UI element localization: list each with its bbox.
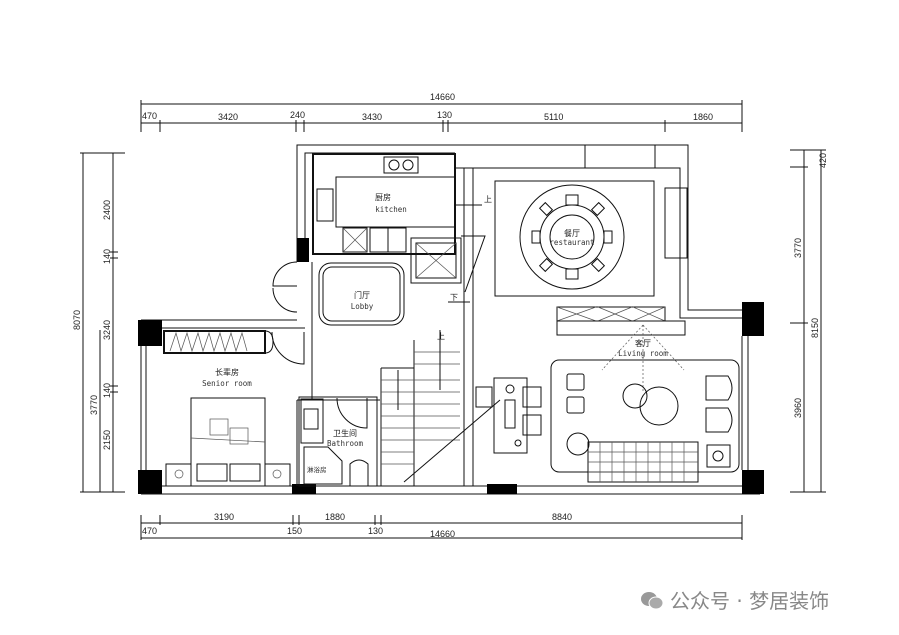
stair-up-label: 上: [437, 332, 445, 341]
room-label-en: restaurant: [549, 238, 594, 247]
left-dimensions: [80, 152, 125, 493]
dim-top: 3430: [362, 112, 382, 122]
stove-icon: [383, 156, 419, 174]
toilet-icon: [349, 459, 369, 486]
dim-bottom: 150: [287, 526, 302, 536]
dim-bottom: 8840: [552, 512, 572, 522]
dim-left: 140: [102, 383, 112, 398]
dim-top: 130: [437, 110, 452, 120]
stair-up-label: 上: [484, 195, 492, 204]
restaurant: 餐厅 restaurant: [494, 180, 655, 297]
room-label-cn: 卫生间: [333, 428, 357, 438]
room-label-en: Bathroom: [327, 439, 364, 448]
dim-right-total: 8150: [810, 318, 820, 338]
room-label-en: kitchen: [375, 205, 407, 214]
staircase: [380, 168, 501, 486]
bottom-dimensions: [140, 515, 743, 540]
chair-icon: [531, 194, 613, 280]
armchair-icon: [705, 375, 733, 401]
right-dimensions: [790, 149, 826, 493]
stair-down-label: 下: [450, 293, 458, 302]
bathroom: 淋浴房 卫生间 Bathroom: [298, 396, 378, 487]
dim-top: 240: [290, 110, 305, 120]
watermark-text: 公众号 · 梦居装饰: [670, 589, 830, 613]
lobby: 门厅 Lobby: [272, 237, 462, 326]
room-label-en: Senior room: [202, 379, 252, 388]
dim-bottom-total: 14660: [430, 529, 455, 539]
dim-left: 2400: [102, 200, 112, 220]
dim-top: 5110: [544, 112, 563, 122]
dim-bottom: 3190: [214, 512, 234, 522]
room-label-cn: 门厅: [354, 290, 370, 300]
dim-bottom: 1880: [325, 512, 345, 522]
walls: [138, 144, 764, 495]
dim-top-total: 14660: [430, 92, 455, 102]
watermark: 公众号 · 梦居装饰: [640, 585, 829, 614]
dim-right: 3960: [793, 398, 803, 418]
kitchen: 厨房 kitchen: [312, 153, 456, 255]
shower-label: 淋浴房: [307, 465, 327, 474]
room-label-en: Living room: [618, 349, 668, 358]
dim-left: 2150: [102, 430, 112, 450]
dim-top: 3420: [218, 112, 238, 122]
dim-left-total: 8070: [72, 310, 82, 330]
dim-top: 470: [142, 111, 157, 121]
wechat-icon: [641, 592, 664, 610]
bed-icon: [190, 397, 266, 487]
dim-bottom: 130: [368, 526, 383, 536]
dim-right: 3770: [793, 238, 803, 258]
dim-top: 1860: [693, 112, 713, 122]
room-label-cn: 厨房: [375, 192, 391, 202]
basin-icon: [303, 408, 319, 430]
living-room: 客厅 Living room: [475, 306, 740, 483]
dim-left-sub: 3770: [89, 395, 99, 415]
senior-room: 长辈房 Senior room: [163, 330, 305, 487]
dim-left: 140: [102, 249, 112, 264]
room-label-cn: 客厅: [635, 338, 651, 348]
room-label-en: Lobby: [351, 302, 374, 311]
top-dimensions: [140, 100, 743, 132]
dim-bottom: 470: [142, 526, 157, 536]
sink-icon: [316, 188, 334, 222]
armchair-icon: [705, 407, 733, 433]
room-label-cn: 餐厅: [564, 229, 580, 238]
dim-left: 3240: [102, 320, 112, 340]
room-label-cn: 长辈房: [215, 367, 239, 377]
dim-right: 420: [818, 153, 828, 168]
